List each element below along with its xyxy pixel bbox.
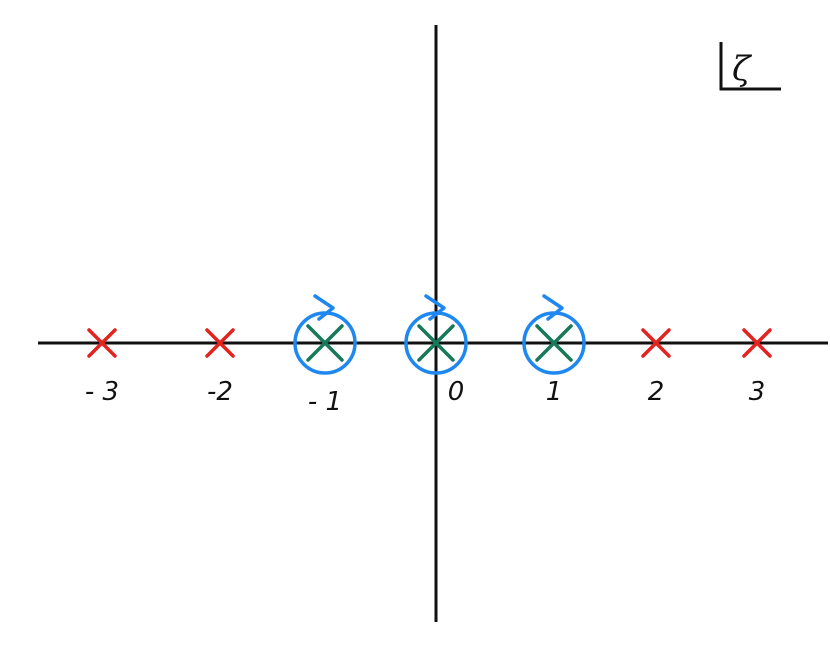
- tick-label: -2: [207, 377, 233, 407]
- tick-label: - 1: [308, 387, 342, 417]
- pole-mark-stroke: [417, 324, 455, 362]
- contour-direction-arrow: [542, 294, 564, 321]
- tick-label: 1: [546, 377, 563, 407]
- tick-label: 0: [448, 377, 465, 407]
- contour-direction-arrow: [313, 294, 335, 321]
- pole-mark-stroke: [87, 328, 117, 358]
- pole-mark-stroke: [306, 324, 344, 362]
- tick-label: 2: [648, 377, 665, 407]
- tick-label: - 3: [85, 377, 119, 407]
- tick-label: 3: [749, 377, 766, 407]
- contour-direction-arrow: [424, 294, 446, 321]
- pole-mark-stroke: [205, 328, 235, 358]
- pole-mark-stroke: [641, 328, 671, 358]
- pole-mark-stroke: [742, 328, 772, 358]
- plane-label: ζ: [732, 49, 753, 89]
- plane-label-box: ζ: [719, 42, 781, 91]
- pole-mark-stroke: [535, 324, 573, 362]
